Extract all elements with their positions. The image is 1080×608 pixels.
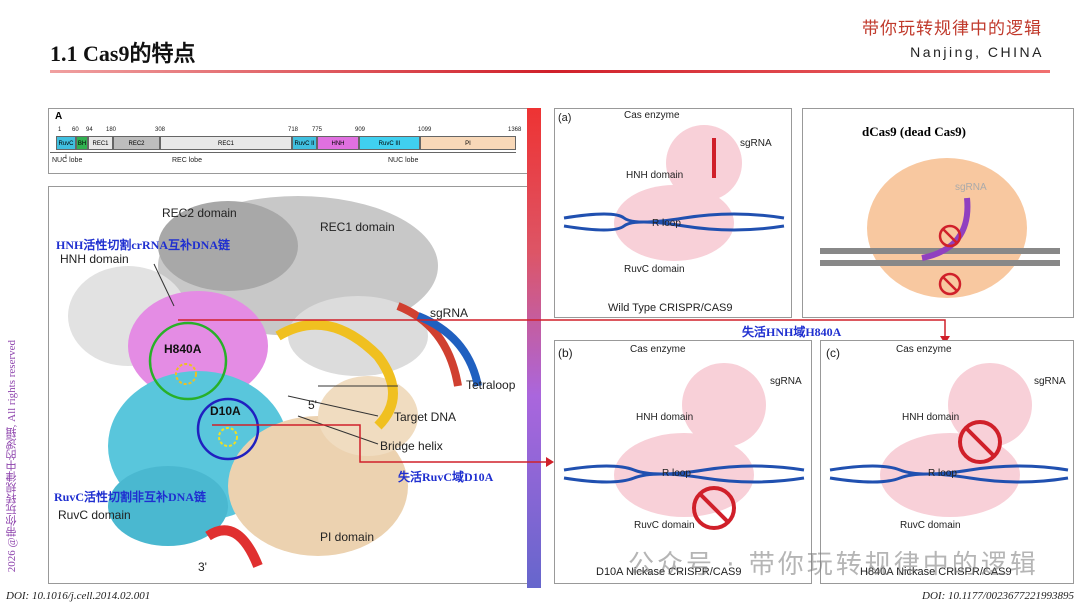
panel-c-cas: Cas enzyme [896,344,952,355]
note-ruvc-inactive: 失活RuvC域D10A [398,468,493,485]
panel-a-cas: Cas enzyme [624,110,680,121]
dcas9-title: dCas9 (dead Cas9) [862,124,966,140]
panel-b-sgrna: sgRNA [770,376,802,387]
panel-a-sgrna: sgRNA [740,138,772,149]
panel-a-caption: Wild Type CRISPR/CAS9 [608,302,733,314]
panel-a-rloop: R loop [652,218,681,229]
note-hnh-inactive: 失活HNH域H840A [742,323,841,340]
doi-left: DOI: 10.1016/j.cell.2014.02.001 [6,590,150,602]
panel-b-hnh: HNH domain [636,412,693,423]
panel-b-ruvc: RuvC domain [634,520,695,531]
panel-c-sgrna: sgRNA [1034,376,1066,387]
doi-right: DOI: 10.1177/0023677221993895 [922,590,1074,602]
panel-a-tag: (a) [558,112,571,124]
panel-b-rloop: R loop [662,468,691,479]
panel-c-tag: (c) [826,346,840,360]
panel-c-rloop: R loop [928,468,957,479]
panel-b-tag: (b) [558,346,573,360]
panel-a-hnh: HNH domain [626,170,683,181]
wechat-watermark: 公众号 · 带你玩转规律中的逻辑 [628,544,1039,581]
panel-b-cas: Cas enzyme [630,344,686,355]
panel-c-ruvc: RuvC domain [900,520,961,531]
panel-c-hnh: HNH domain [902,412,959,423]
panel-a-ruvc: RuvC domain [624,264,685,275]
dcas9-sgrna: sgRNA [955,182,987,193]
